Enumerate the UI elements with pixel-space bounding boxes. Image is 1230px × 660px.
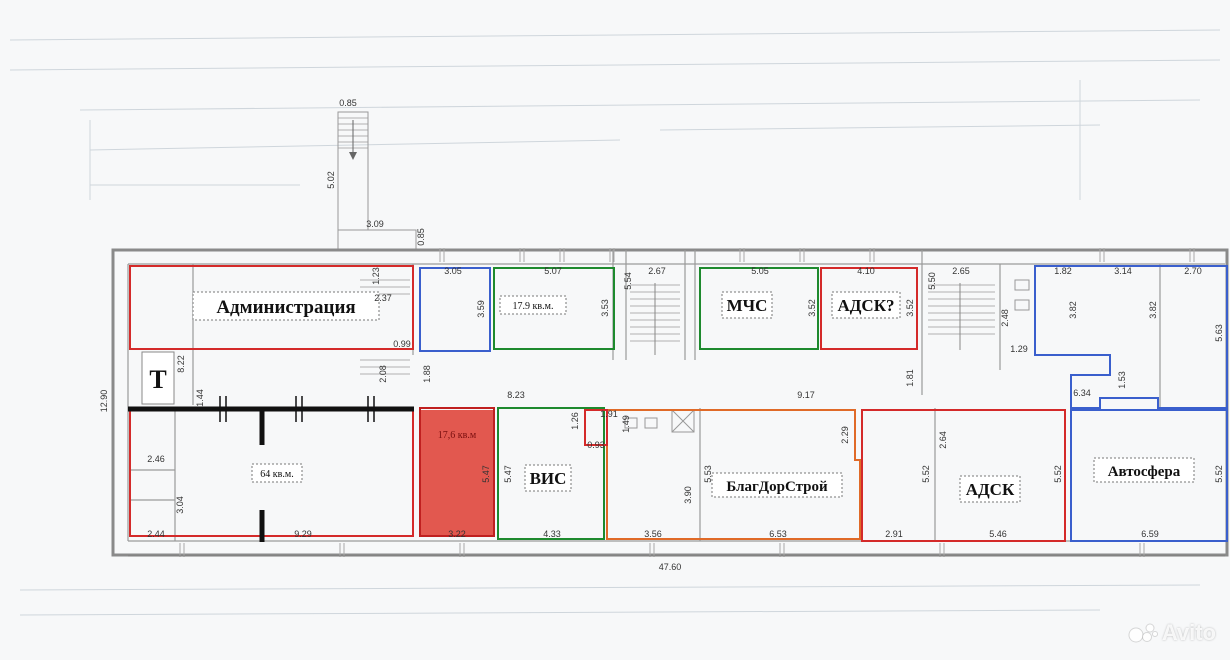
dim-3-14: 3.14 — [1114, 266, 1132, 276]
dim-4-10: 4.10 — [857, 266, 875, 276]
dim-47-60: 47.60 — [659, 562, 682, 572]
dim-5-46: 5.46 — [989, 529, 1007, 539]
dim-2-91: 2.91 — [885, 529, 903, 539]
dim-3-82a: 3.82 — [1068, 301, 1078, 319]
stairwell-1 — [630, 283, 680, 355]
dim-2-08: 2.08 — [378, 365, 388, 383]
dim-5-02: 5.02 — [326, 171, 336, 189]
label-administration: Администрация — [216, 297, 355, 318]
toilet-fixtures — [624, 279, 1030, 433]
label-t-room: Т — [149, 365, 166, 394]
dim-2-44: 2.44 — [147, 529, 165, 539]
dim-5-63: 5.63 — [1214, 324, 1224, 342]
dim-1-23: 1.23 — [371, 267, 381, 285]
avito-logo-icon — [1128, 623, 1158, 643]
dimension-labels: 0.85 5.02 3.09 0.85 1.23 2.37 0.99 2.08 … — [99, 98, 1225, 572]
stairwell-2 — [928, 283, 995, 350]
label-blagdorstroy: БлагДорСтрой — [726, 479, 828, 495]
avito-text: Avito — [1161, 620, 1216, 645]
dim-3-52a: 3.52 — [807, 299, 817, 317]
dim-2-37: 2.37 — [374, 293, 392, 303]
dim-3-53: 3.53 — [600, 299, 610, 317]
dim-3-09: 3.09 — [366, 219, 384, 229]
dim-8-22: 8.22 — [176, 355, 186, 373]
dim-0-85: 0.85 — [339, 98, 357, 108]
dim-2-46: 2.46 — [147, 454, 165, 464]
dim-1-53: 1.53 — [1117, 371, 1127, 389]
outline-adsk-q — [820, 267, 918, 350]
dim-4-33: 4.33 — [543, 529, 561, 539]
dim-5-05: 5.05 — [751, 266, 769, 276]
dim-1-49: 1.49 — [621, 415, 631, 433]
dim-3-52b: 3.52 — [905, 299, 915, 317]
outline-avtosfera — [1070, 409, 1228, 542]
outline-administration — [129, 265, 414, 350]
dim-3-59: 3.59 — [476, 300, 486, 318]
dim-0-99: 0.99 — [393, 339, 411, 349]
highlighted-room-fill — [420, 410, 494, 536]
dim-5-52a: 5.52 — [921, 465, 931, 483]
dim-5-54: 5.54 — [623, 272, 633, 290]
outline-mchs — [699, 267, 819, 350]
label-mchs: МЧС — [727, 296, 768, 315]
dim-3-90: 3.90 — [683, 486, 693, 504]
dim-2-70: 2.70 — [1184, 266, 1202, 276]
dim-5-47a: 5.47 — [481, 465, 491, 483]
dim-9-29: 9.29 — [294, 529, 312, 539]
dim-0-85b: 0.85 — [416, 228, 426, 246]
outline-blue-right — [1034, 265, 1228, 409]
dim-3-82b: 3.82 — [1148, 301, 1158, 319]
dim-12-90: 12.90 — [99, 390, 109, 413]
dim-6-53: 6.53 — [769, 529, 787, 539]
dim-2-65: 2.65 — [952, 266, 970, 276]
label-17-9: 17.9 кв.м. — [513, 301, 554, 312]
dim-3-04: 3.04 — [175, 496, 185, 514]
dim-1-88: 1.88 — [422, 365, 432, 383]
dim-2-64: 2.64 — [938, 431, 948, 449]
dim-1-26: 1.26 — [570, 412, 580, 430]
avito-watermark: Avito — [1128, 620, 1216, 646]
dim-1-29: 1.29 — [1010, 344, 1028, 354]
label-vis: ВИС — [530, 469, 567, 488]
dim-1-44: 1.44 — [195, 389, 205, 407]
outline-small-red — [584, 409, 608, 446]
label-64: 64 кв.м. — [260, 469, 293, 480]
dim-5-53: 5.53 — [703, 465, 713, 483]
dim-1-82: 1.82 — [1054, 266, 1072, 276]
dim-5-52c: 5.52 — [1214, 465, 1224, 483]
outline-blue-small — [419, 267, 491, 352]
entrance-stair — [337, 111, 417, 251]
dim-5-50: 5.50 — [927, 272, 937, 290]
outline-17-9 — [493, 267, 615, 350]
dim-9-17: 9.17 — [797, 390, 815, 400]
dim-2-48: 2.48 — [1000, 309, 1010, 327]
dim-8-23: 8.23 — [507, 390, 525, 400]
tenant-outlines — [129, 265, 1228, 542]
dim-6-59: 6.59 — [1141, 529, 1159, 539]
tenant-labels: Администрация Т 17.9 кв.м. МЧС АДСК? 64 … — [141, 291, 1195, 503]
dim-5-07: 5.07 — [544, 266, 562, 276]
partition-line — [128, 396, 414, 542]
dim-6-34: 6.34 — [1073, 388, 1091, 398]
label-adsk: АДСК — [966, 480, 1015, 499]
dim-5-52b: 5.52 — [1053, 465, 1063, 483]
label-adsk-q: АДСК? — [837, 296, 894, 315]
outline-17-6 — [419, 407, 495, 537]
dim-2-29: 2.29 — [840, 426, 850, 444]
dim-3-05: 3.05 — [444, 266, 462, 276]
dim-1-91: 1.91 — [600, 409, 618, 419]
label-avtosfera: Автосфера — [1108, 464, 1181, 480]
dim-3-56: 3.56 — [644, 529, 662, 539]
dim-2-67: 2.67 — [648, 266, 666, 276]
dim-5-47b: 5.47 — [503, 465, 513, 483]
outline-adsk — [861, 409, 1066, 542]
background-ghost-lines — [9, 29, 1221, 616]
outline-blagdorstroy — [606, 409, 861, 540]
label-17-6: 17,6 кв.м — [438, 430, 477, 441]
dim-3-22: 3.22 — [448, 529, 466, 539]
dim-1-81: 1.81 — [905, 369, 915, 387]
outline-vis — [497, 407, 605, 540]
dim-0-93: 0.93 — [587, 440, 605, 450]
